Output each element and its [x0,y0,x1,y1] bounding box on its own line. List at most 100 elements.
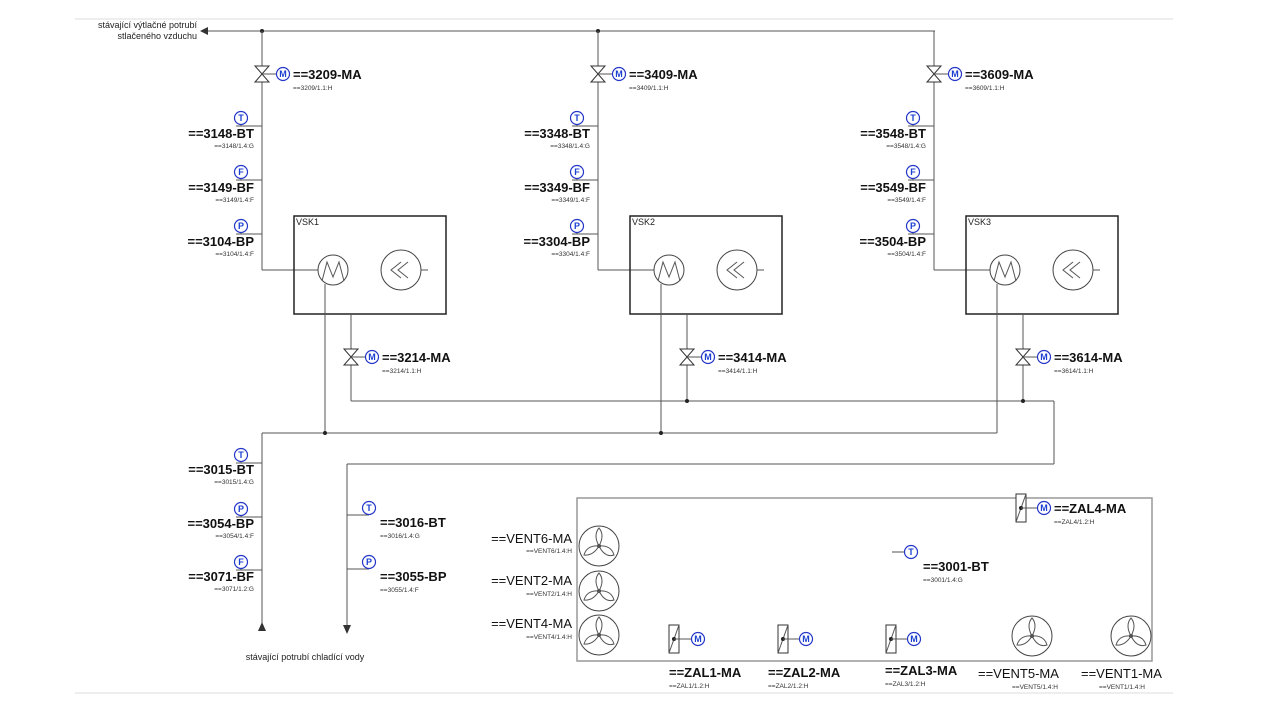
actuator-symbol: M [1040,503,1048,513]
ref: ==3001/1.4:G [923,577,963,584]
air-valve[interactable]: M ==3209-MA ==3209/1.1:H [253,65,362,92]
sensor-icon [903,544,919,560]
tag: ==3549-BF [860,180,926,195]
sensor-symbol: T [574,113,580,123]
tag: ==ZAL2-MA [768,665,841,680]
sensor-symbol: F [238,557,244,567]
temp-sensor[interactable]: T ==3148-BT ==3148/1.4:G [188,110,262,151]
actuator-icon [611,66,627,82]
ref: ==3609/1.1:H [965,85,1005,92]
sensor-icon [569,164,585,180]
tag: ==3609-MA [965,67,1034,82]
water-instrument-3016[interactable]: T ==3016-BT ==3016/1.4:G [347,500,446,541]
water-valve[interactable]: M ==3414-MA ==3414/1.1:H [678,348,787,375]
actuator-symbol: M [1040,352,1048,362]
fan-vent2[interactable]: ==VENT2-MA ==VENT2/1.4:H [491,570,620,612]
cooler-icon [317,254,349,286]
ref: ==VENT2/1.4:H [526,591,572,598]
water-instrument-3071[interactable]: F ==3071-BF ==3071/1.2:G [188,554,262,594]
water-pipe-note: stávající potrubí chladící vody [246,652,365,662]
sensor-symbol: T [238,113,244,123]
sensor-symbol: T [238,450,244,460]
air-valve[interactable]: M ==3409-MA ==3409/1.1:H [589,65,698,92]
flow-sensor[interactable]: F ==3149-BF ==3149/1.4:F [188,164,262,205]
sensor-symbol: T [910,113,916,123]
tag: ==3016-BT [380,515,446,530]
sensor-icon [233,447,249,463]
sensor-icon [233,218,249,234]
sensor-icon [905,110,921,126]
tag: ==3548-BT [860,126,926,141]
fan-vent5[interactable]: ==VENT5-MA ==VENT5/1.4:H [978,615,1059,691]
sensor-icon [905,164,921,180]
ref: ==3348/1.4:G [550,143,590,150]
air-header [200,27,935,35]
compressor-icon [380,249,422,291]
sensor-icon [905,218,921,234]
sensor-icon [233,164,249,180]
sensor-icon [233,554,249,570]
temp-sensor[interactable]: T ==3348-BT ==3348/1.4:G [524,110,598,151]
tag: ==VENT1-MA [1081,666,1162,681]
room-boundary [576,497,1153,662]
damper-zal3[interactable]: M ==ZAL3-MA ==ZAL3/1.2:H [885,624,958,688]
ref: ==3015/1.4:G [214,479,254,486]
unit-frame [293,215,447,315]
sensor-icon [233,501,249,517]
flow-sensor[interactable]: F ==3349-BF ==3349/1.4:F [524,164,598,205]
cooling-water-pipes [258,399,1055,634]
tag: ==3348-BT [524,126,590,141]
ref: ==3504/1.4:F [887,251,926,258]
unit-label: VSK2 [632,217,655,227]
tag: ==3055-BP [380,569,447,584]
water-valve[interactable]: M ==3214-MA ==3214/1.1:H [342,348,451,375]
damper-zal2[interactable]: M ==ZAL2-MA ==ZAL2/1.2:H [768,624,841,690]
tag: ==3409-MA [629,67,698,82]
fan-vent6[interactable]: ==VENT6-MA ==VENT6/1.4:H [491,525,620,567]
actuator-icon [798,631,814,647]
water-instrument-3054[interactable]: P ==3054-BP ==3054/1.4:F [188,501,263,541]
ref: ==3409/1.1:H [629,85,669,92]
ref: ==3016/1.4:G [380,533,420,540]
pressure-sensor[interactable]: P ==3504-BP ==3504/1.4:F [860,218,935,259]
ref: ==3148/1.4:G [214,143,254,150]
sensor-symbol: P [238,221,244,231]
unit-label: VSK3 [968,217,991,227]
ref: ==3071/1.2:G [214,586,254,593]
actuator-icon [275,66,291,82]
ref: ==3055/1.4:F [380,587,419,594]
water-instrument-3015[interactable]: T ==3015-BT ==3015/1.4:G [188,447,262,487]
tag: ==3001-BT [923,559,989,574]
damper-zal1[interactable]: M ==ZAL1-MA ==ZAL1/1.2:H [668,624,742,690]
flow-sensor[interactable]: F ==3549-BF ==3549/1.4:F [860,164,934,205]
pressure-sensor[interactable]: P ==3104-BP ==3104/1.4:F [188,218,263,259]
air-valve[interactable]: M ==3609-MA ==3609/1.1:H [925,65,1034,92]
tag: ==3015-BT [188,462,254,477]
tag: ==VENT6-MA [491,531,572,546]
ref: ==VENT1/1.4:H [1099,684,1145,691]
actuator-symbol: M [802,634,810,644]
compressor-icon [1052,249,1094,291]
actuator-symbol: M [615,69,623,79]
damper-zal4[interactable]: M ==ZAL4-MA ==ZAL4/1.2:H [1015,493,1127,526]
tag: ==3054-BP [188,516,255,531]
fan-vent1[interactable]: ==VENT1-MA ==VENT1/1.4:H [1081,615,1162,691]
unit-vsk3: VSK3 M ==3609-MA ==3609/1.1:H T [860,31,1123,433]
water-instrument-3055[interactable]: P ==3055-BP ==3055/1.4:F [347,554,447,595]
ref: ==3054/1.4:F [215,533,254,540]
sensor-symbol: T [908,547,914,557]
unit-frame [965,215,1119,315]
temp-sensor[interactable]: T ==3548-BT ==3548/1.4:G [860,110,934,151]
actuator-symbol: M [279,69,287,79]
water-valve[interactable]: M ==3614-MA ==3614/1.1:H [1014,348,1123,375]
tag: ==3614-MA [1054,350,1123,365]
tag: ==ZAL4-MA [1054,501,1127,516]
fan-vent4[interactable]: ==VENT4-MA ==VENT4/1.4:H [491,614,620,656]
actuator-symbol: M [694,634,702,644]
ref: ==3209/1.1:H [293,85,333,92]
tag: ==VENT2-MA [491,573,572,588]
sensor-symbol: P [574,221,580,231]
pressure-sensor[interactable]: P ==3304-BP ==3304/1.4:F [524,218,599,259]
room-temp-sensor[interactable]: T ==3001-BT ==3001/1.4:G [892,544,989,585]
actuator-icon [1036,500,1052,516]
